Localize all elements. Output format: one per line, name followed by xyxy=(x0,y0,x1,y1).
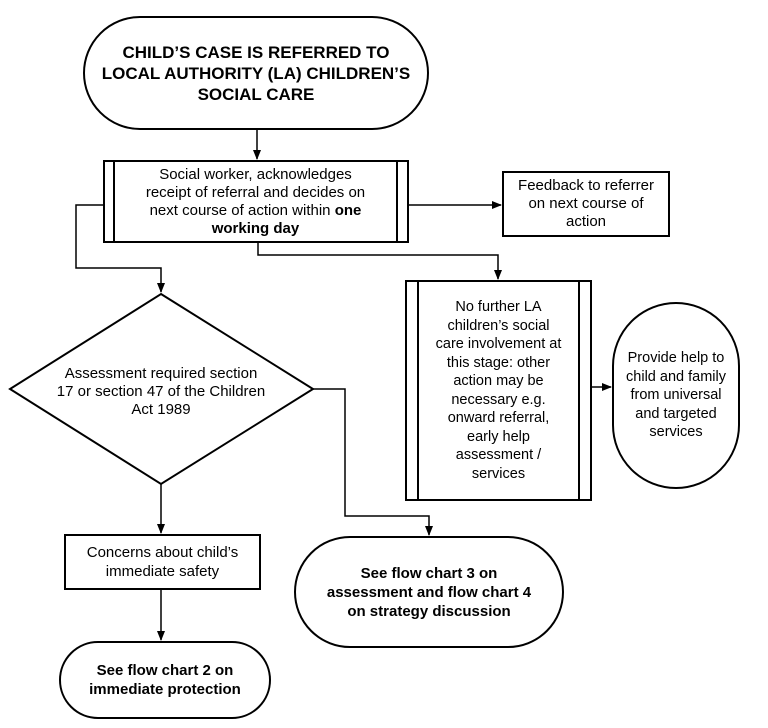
social-worker-emphasis-working-day: working day xyxy=(211,219,300,237)
concerns-box xyxy=(64,534,261,590)
flow-chart-3-terminal xyxy=(294,536,564,648)
provide-help-line-3: from universal xyxy=(630,387,722,404)
connector-assessment-to-flow-chart-3 xyxy=(313,388,433,536)
no-further-line-3: care involvement at xyxy=(435,336,562,352)
concerns-text: Concerns about child’s immediate safety xyxy=(65,535,260,589)
assessment-line-3: Act 1989 xyxy=(131,401,191,418)
social-worker-line-2: receipt of referral and decides on xyxy=(145,183,366,201)
no-further-process xyxy=(405,280,592,501)
flow-chart-3-line-1: See flow chart 3 on xyxy=(360,564,498,582)
no-further-line-4: this stage: other xyxy=(446,354,551,371)
no-further-line-10: services xyxy=(471,465,526,482)
provide-help-terminal xyxy=(612,302,740,489)
social-worker-text: Social worker, acknowledges receipt of r… xyxy=(114,161,397,242)
flow-chart-2-text: See flow chart 2 on immediate protection xyxy=(60,642,270,718)
start-line-3: SOCIAL CARE xyxy=(197,84,315,104)
flow-chart-2-line-1: See flow chart 2 on xyxy=(96,662,234,679)
flow-chart-3-text: See flow chart 3 on assessment and flow … xyxy=(295,537,563,647)
no-further-text: No further LA children’s social care inv… xyxy=(418,281,579,500)
start-terminal xyxy=(83,16,429,130)
no-further-line-9: assessment / xyxy=(455,447,542,463)
flow-chart-2-terminal xyxy=(59,641,271,719)
provide-help-text: Provide help to child and family from un… xyxy=(613,303,739,488)
flow-chart-3-line-3: on strategy discussion xyxy=(347,602,511,620)
no-further-line-7: onward referral, xyxy=(447,410,550,426)
social-worker-process xyxy=(103,160,409,243)
connector-social-worker-to-no-further xyxy=(257,242,502,280)
provide-help-line-5: services xyxy=(649,424,703,441)
no-further-line-2: children’s social xyxy=(447,317,550,334)
no-further-line-8: early help xyxy=(467,428,530,445)
start-terminal-text: CHILD’S CASE IS REFERRED TO LOCAL AUTHOR… xyxy=(84,17,428,129)
feedback-line-1: Feedback to referrer xyxy=(518,177,654,194)
assessment-line-2: 17 or section 47 of the Children xyxy=(56,383,266,400)
provide-help-line-4: and targeted xyxy=(635,405,717,422)
provide-help-line-2: child and family xyxy=(626,368,726,385)
start-line-2: LOCAL AUTHORITY (LA) CHILDREN’S xyxy=(101,63,411,83)
assessment-line-1: Assessment required section xyxy=(64,365,258,382)
no-further-line-5: action may be xyxy=(453,373,544,389)
start-line-1: CHILD’S CASE IS REFERRED TO xyxy=(122,42,390,62)
assessment-text: Assessment required section 17 or sectio… xyxy=(30,362,292,422)
feedback-line-2: on next course of xyxy=(528,195,644,212)
social-worker-line-3: next course of action within one xyxy=(146,202,365,220)
feedback-text: Feedback to referrer on next course of a… xyxy=(503,172,669,236)
concerns-line-2: immediate safety xyxy=(105,563,220,580)
concerns-line-1: Concerns about child’s xyxy=(86,544,239,561)
feedback-line-3: action xyxy=(565,213,607,230)
flow-chart-3-line-2: assessment and flow chart 4 xyxy=(326,583,532,601)
social-worker-line-1: Social worker, acknowledges xyxy=(159,165,352,183)
provide-help-line-1: Provide help to xyxy=(627,350,725,367)
flow-chart-2-line-2: immediate protection xyxy=(89,681,241,698)
connector-social-worker-to-assessment xyxy=(75,204,165,293)
no-further-line-6: necessary e.g. xyxy=(451,391,546,408)
social-worker-emphasis-one: one xyxy=(334,201,362,219)
feedback-box xyxy=(502,171,670,237)
social-worker-line-3-text: next course of action within xyxy=(149,201,331,219)
no-further-line-1: No further LA xyxy=(455,299,542,315)
